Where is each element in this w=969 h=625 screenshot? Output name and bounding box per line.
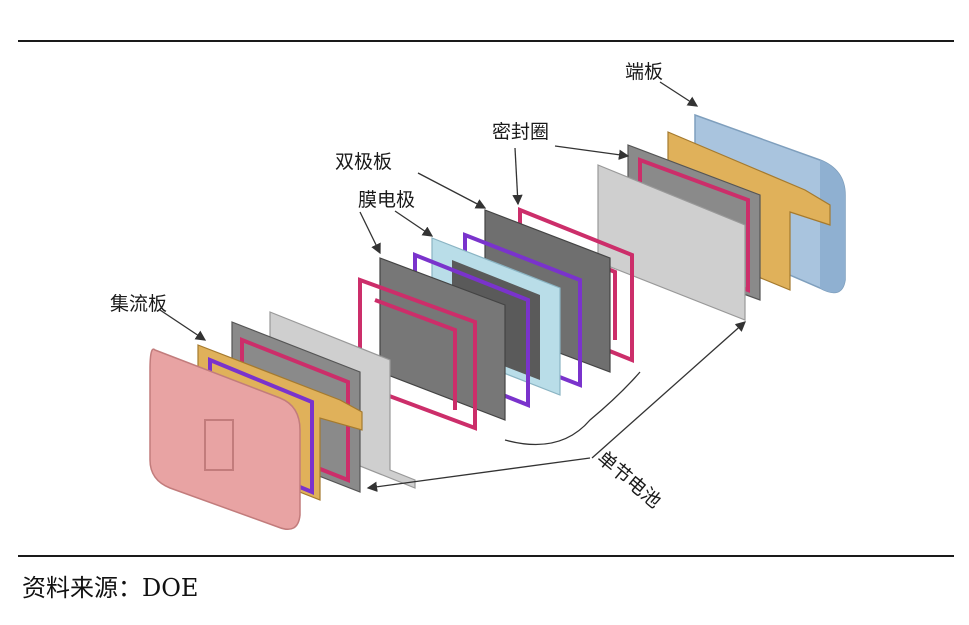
label-seal-ring: 密封圈 <box>492 121 549 143</box>
fuel-cell-stack-diagram: 端板 密封圈 双极板 膜电极 集流板 单节电池 <box>110 61 846 530</box>
label-bipolar-plate: 双极板 <box>335 151 392 173</box>
leader-lines <box>159 81 746 492</box>
end-plate-left <box>149 348 301 530</box>
label-membrane-electrode: 膜电极 <box>358 189 415 211</box>
label-current-collector: 集流板 <box>110 293 167 315</box>
gray-plate-right <box>597 164 746 321</box>
single-cell-brace <box>504 371 641 446</box>
top-rule <box>18 40 954 42</box>
source-note: 资料来源：DOE <box>22 574 199 602</box>
label-end-plate: 端板 <box>625 61 663 83</box>
label-single-cell: 单节电池 <box>593 447 665 513</box>
bottom-rule <box>18 555 954 557</box>
